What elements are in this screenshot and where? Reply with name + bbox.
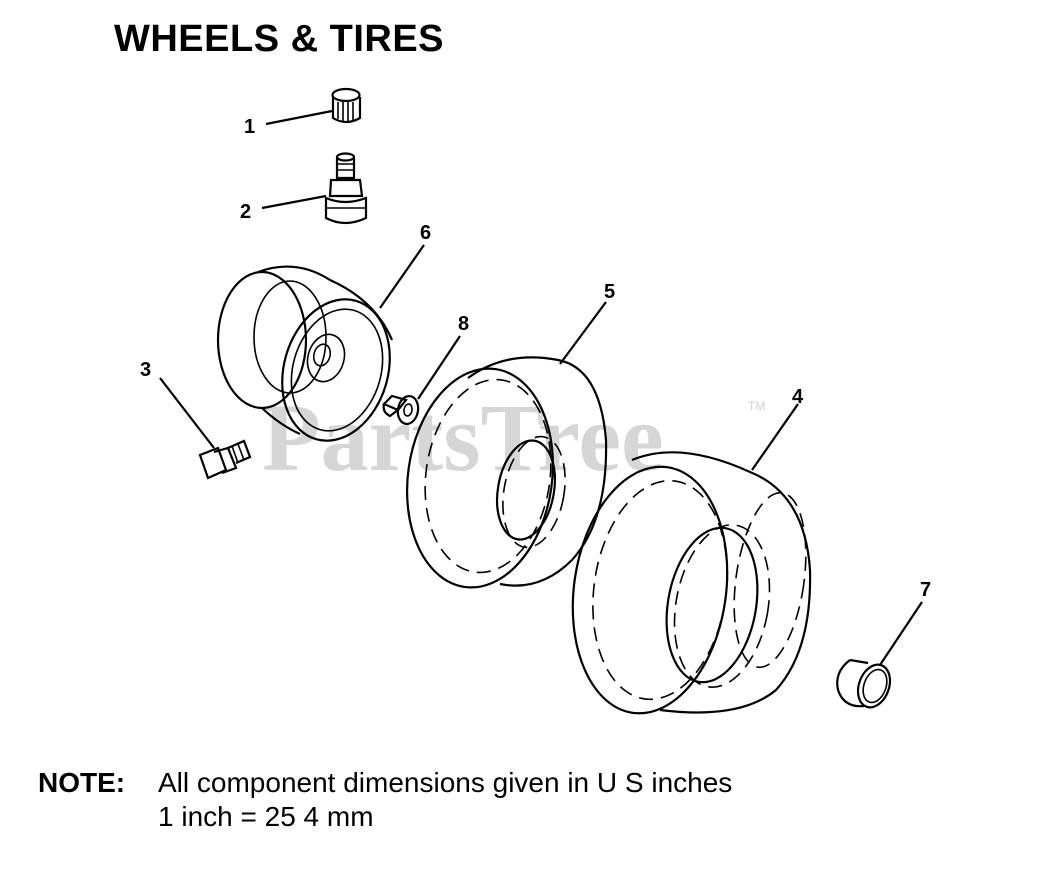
note-label: NOTE: (38, 767, 126, 798)
callout-8: 8 (458, 313, 469, 335)
diagram-title: WHEELS & TIRES (114, 18, 445, 60)
note-text-line-2: 1 inch = 25 4 mm (158, 801, 374, 832)
bushing-icon[interactable] (836, 658, 895, 712)
leader-line-5 (559, 301, 607, 365)
leader-line-6 (379, 244, 425, 309)
callout-2: 2 (240, 201, 251, 223)
callout-3: 3 (140, 359, 151, 381)
leader-line-8 (417, 335, 461, 400)
callout-6: 6 (420, 222, 431, 244)
wheel-rim-icon[interactable] (216, 265, 406, 454)
leader-line-1 (265, 109, 333, 126)
leader-line-3 (159, 377, 215, 449)
callout-7: 7 (920, 579, 931, 601)
tire-icon[interactable] (557, 451, 815, 723)
leader-line-2 (261, 194, 327, 210)
watermark-text: PartsTree (262, 384, 664, 491)
callout-4: 4 (792, 386, 804, 408)
flange-bearing-icon[interactable] (382, 394, 421, 425)
callout-1: 1 (244, 116, 255, 138)
note-text-line-1: All component dimensions given in U S in… (158, 767, 733, 798)
grease-fitting-icon[interactable] (198, 439, 252, 480)
leader-line-4 (751, 403, 799, 471)
callout-5: 5 (604, 281, 615, 303)
tire-icon[interactable] (393, 356, 608, 597)
watermark-trademark: TM (748, 399, 765, 413)
leader-line-7 (879, 601, 923, 666)
valve-cap-icon[interactable] (331, 87, 362, 124)
valve-stem-icon[interactable] (324, 152, 368, 225)
